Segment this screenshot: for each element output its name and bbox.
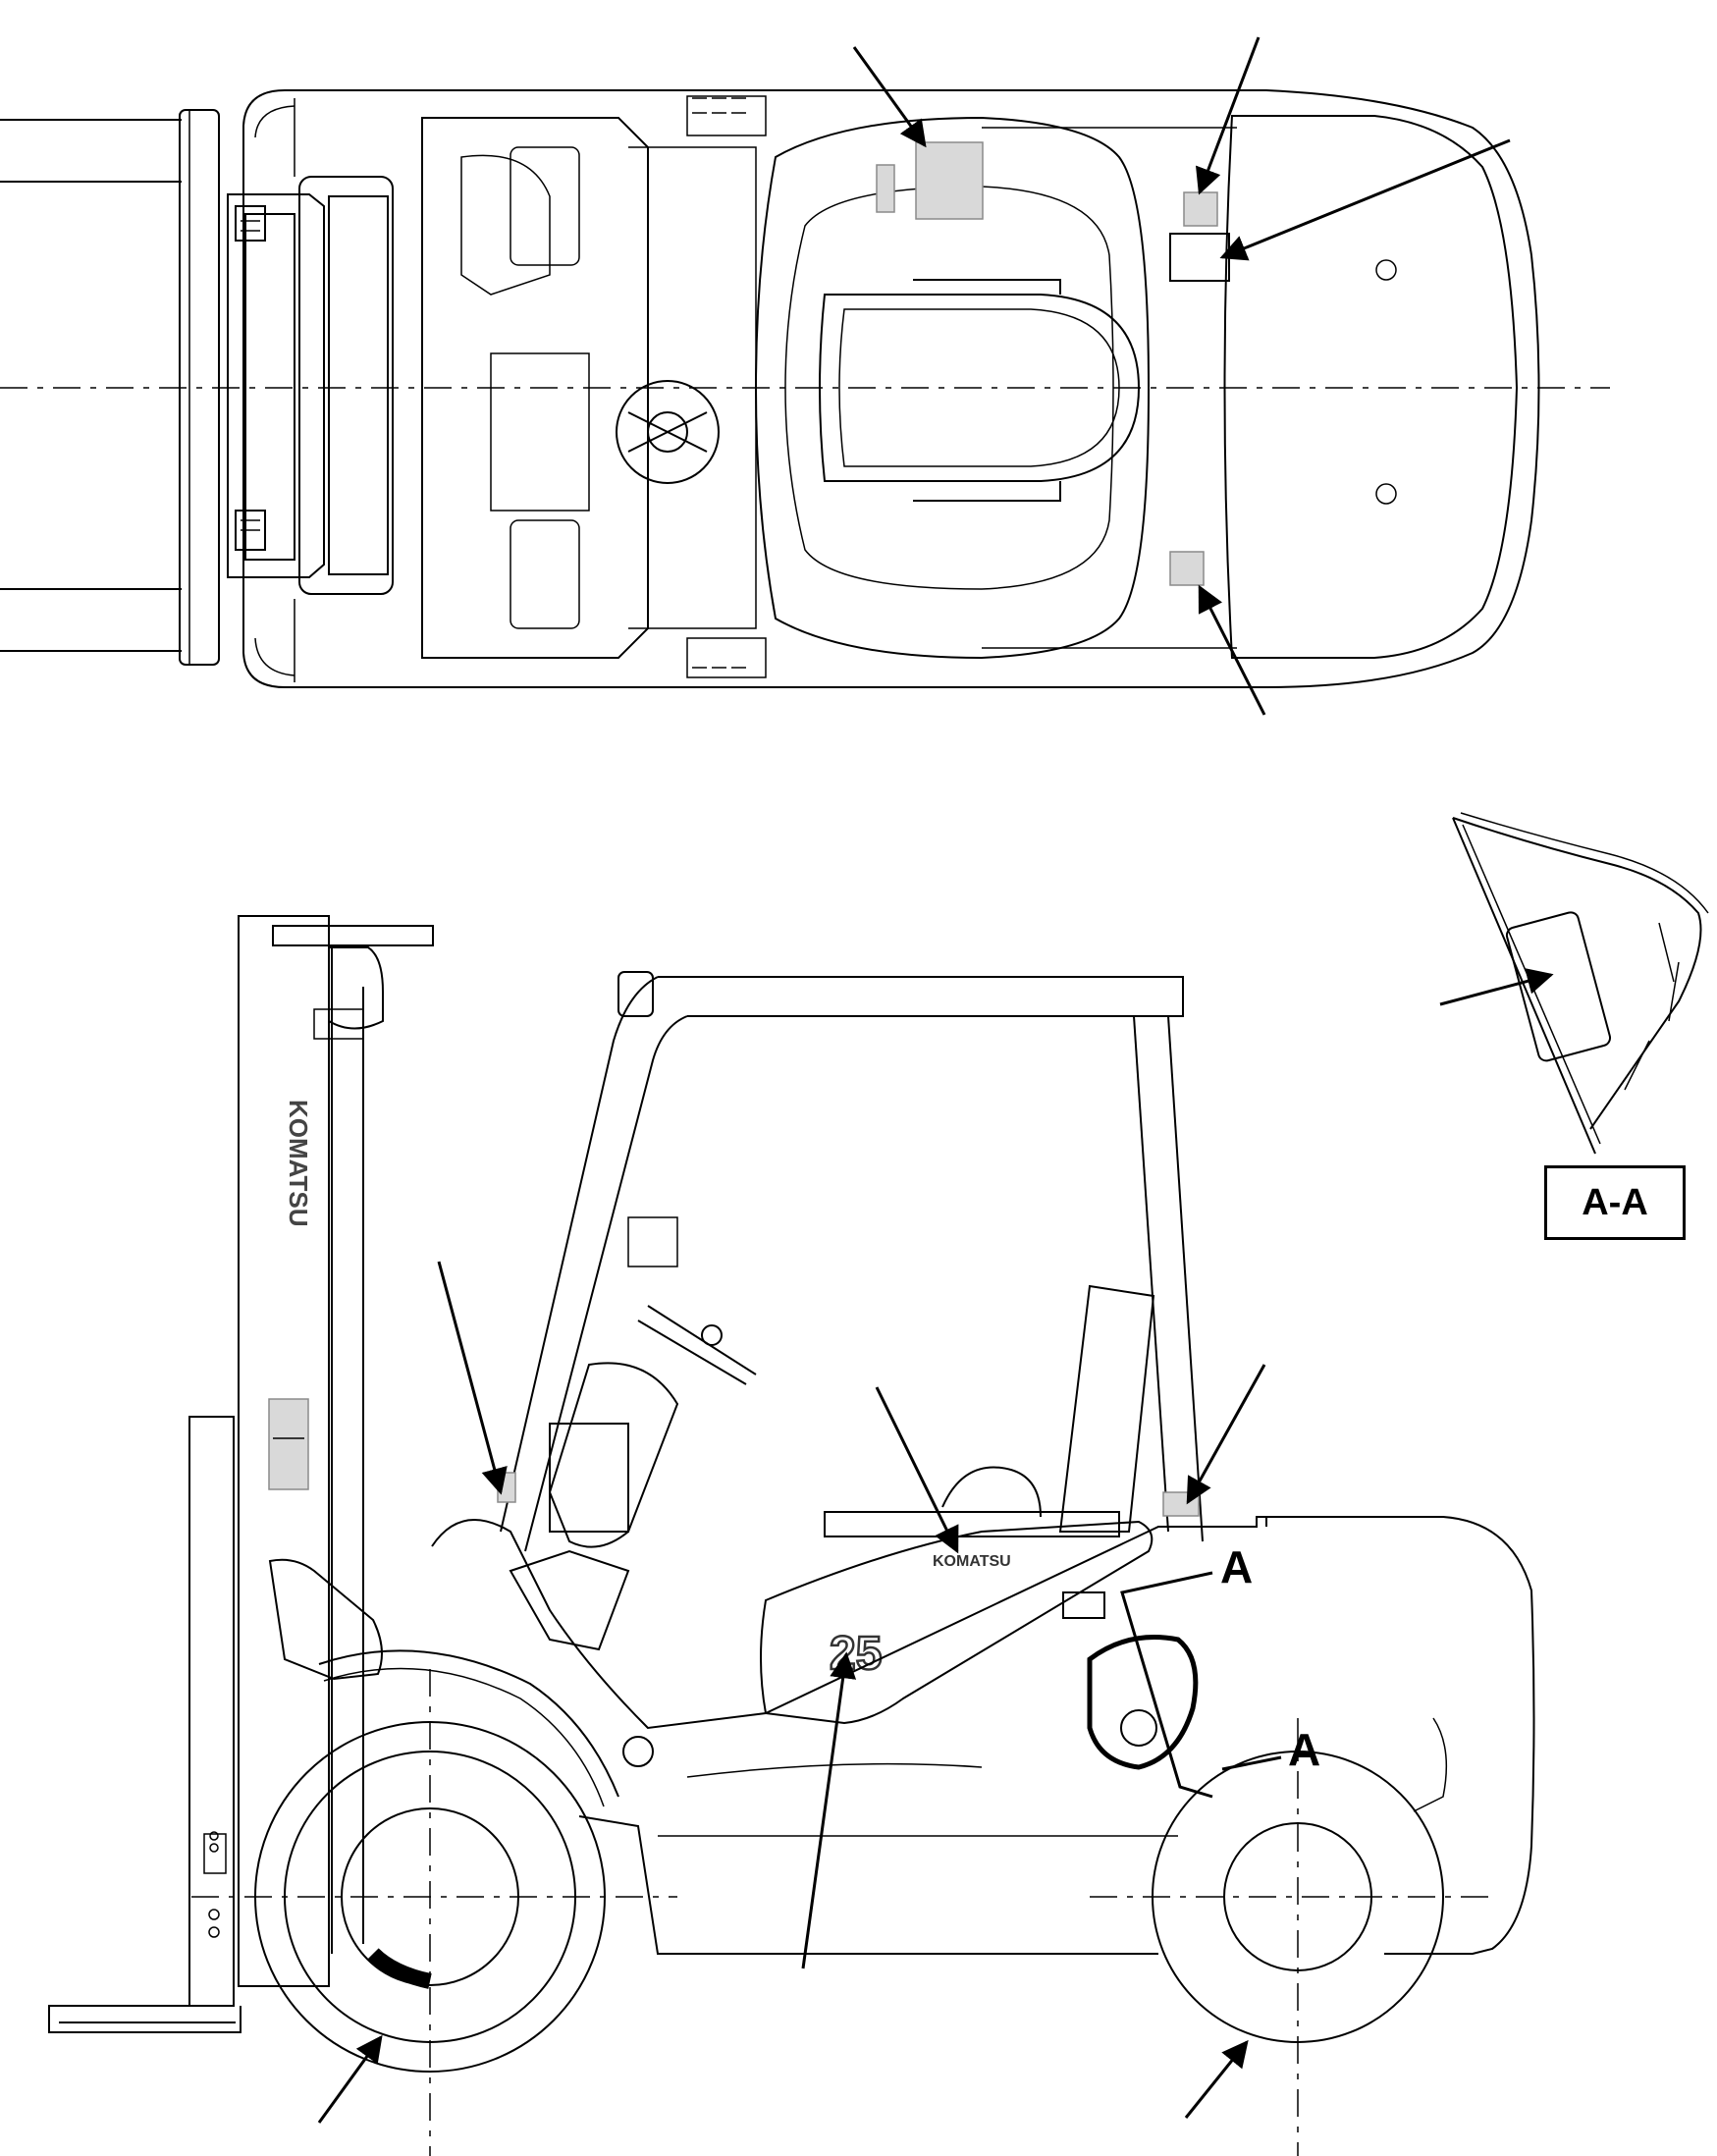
- top-decal-small-left: [876, 164, 895, 213]
- side-chassis: [431, 1516, 1535, 1955]
- top-floor-plate: [628, 95, 767, 678]
- section-marker-upper: A: [1220, 1541, 1253, 1592]
- side-forks: [48, 1416, 241, 2033]
- top-forks: [0, 119, 182, 652]
- top-decal-right-upper: [1183, 191, 1218, 227]
- top-seat: [819, 294, 1141, 482]
- side-rear-lamp: [1087, 1635, 1199, 1770]
- callout-arrow-top-3: [1219, 138, 1511, 261]
- section-marker-lower: A: [1288, 1724, 1320, 1775]
- section-label-box: A-A: [1544, 1165, 1686, 1240]
- side-decal-guard-rear: [1162, 1491, 1200, 1517]
- side-seat: [824, 1284, 1155, 1537]
- callout-arrow-front-tire: [317, 2034, 383, 2124]
- callout-arrow-section: [1439, 968, 1554, 1006]
- side-plate-rect: [1062, 1591, 1105, 1619]
- section-decal-rect: [1505, 911, 1612, 1062]
- callout-arrow-guard-rear: [1186, 1364, 1266, 1505]
- callout-arrow-top-1: [852, 46, 927, 148]
- forklift-side-view: KOMATSU: [48, 915, 1535, 2156]
- callout-arrow-top-4: [1198, 584, 1266, 716]
- callout-arrow-model-number: [801, 1651, 857, 1969]
- section-cut-line: [1120, 1571, 1213, 1799]
- callout-arrow-hood-logo: [875, 1386, 959, 1554]
- mast-brand-logo: KOMATSU: [284, 1100, 313, 1227]
- hood-brand-logo: KOMATSU: [933, 1553, 1011, 1570]
- side-engine-hood: [760, 1520, 1154, 1725]
- callout-arrow-column: [437, 1261, 508, 1495]
- side-mast: [238, 915, 434, 1987]
- callout-arrow-rear-tire: [1184, 2039, 1249, 2119]
- top-decal-right-lower: [1169, 551, 1205, 586]
- top-plate-rect: [1169, 233, 1230, 282]
- front-tire-decal: [367, 1948, 432, 1989]
- model-number-decal: 25: [830, 1628, 882, 1680]
- top-steering-wheel: [616, 380, 720, 484]
- side-overhead-guard: [500, 971, 1204, 1552]
- section-a-a-detail: [1439, 812, 1709, 1155]
- top-chassis-outline: [242, 89, 1540, 688]
- section-label: A-A: [1582, 1181, 1648, 1223]
- side-front-fender: [318, 1649, 619, 1798]
- top-mast: [227, 176, 394, 595]
- top-engine-hood: [754, 116, 1151, 660]
- callout-arrow-top-2: [1196, 36, 1261, 195]
- top-counterweight: [1223, 115, 1519, 659]
- side-steering: [509, 1305, 757, 1651]
- top-decal-warning-large: [915, 141, 984, 220]
- forklift-top-view: [0, 36, 1610, 716]
